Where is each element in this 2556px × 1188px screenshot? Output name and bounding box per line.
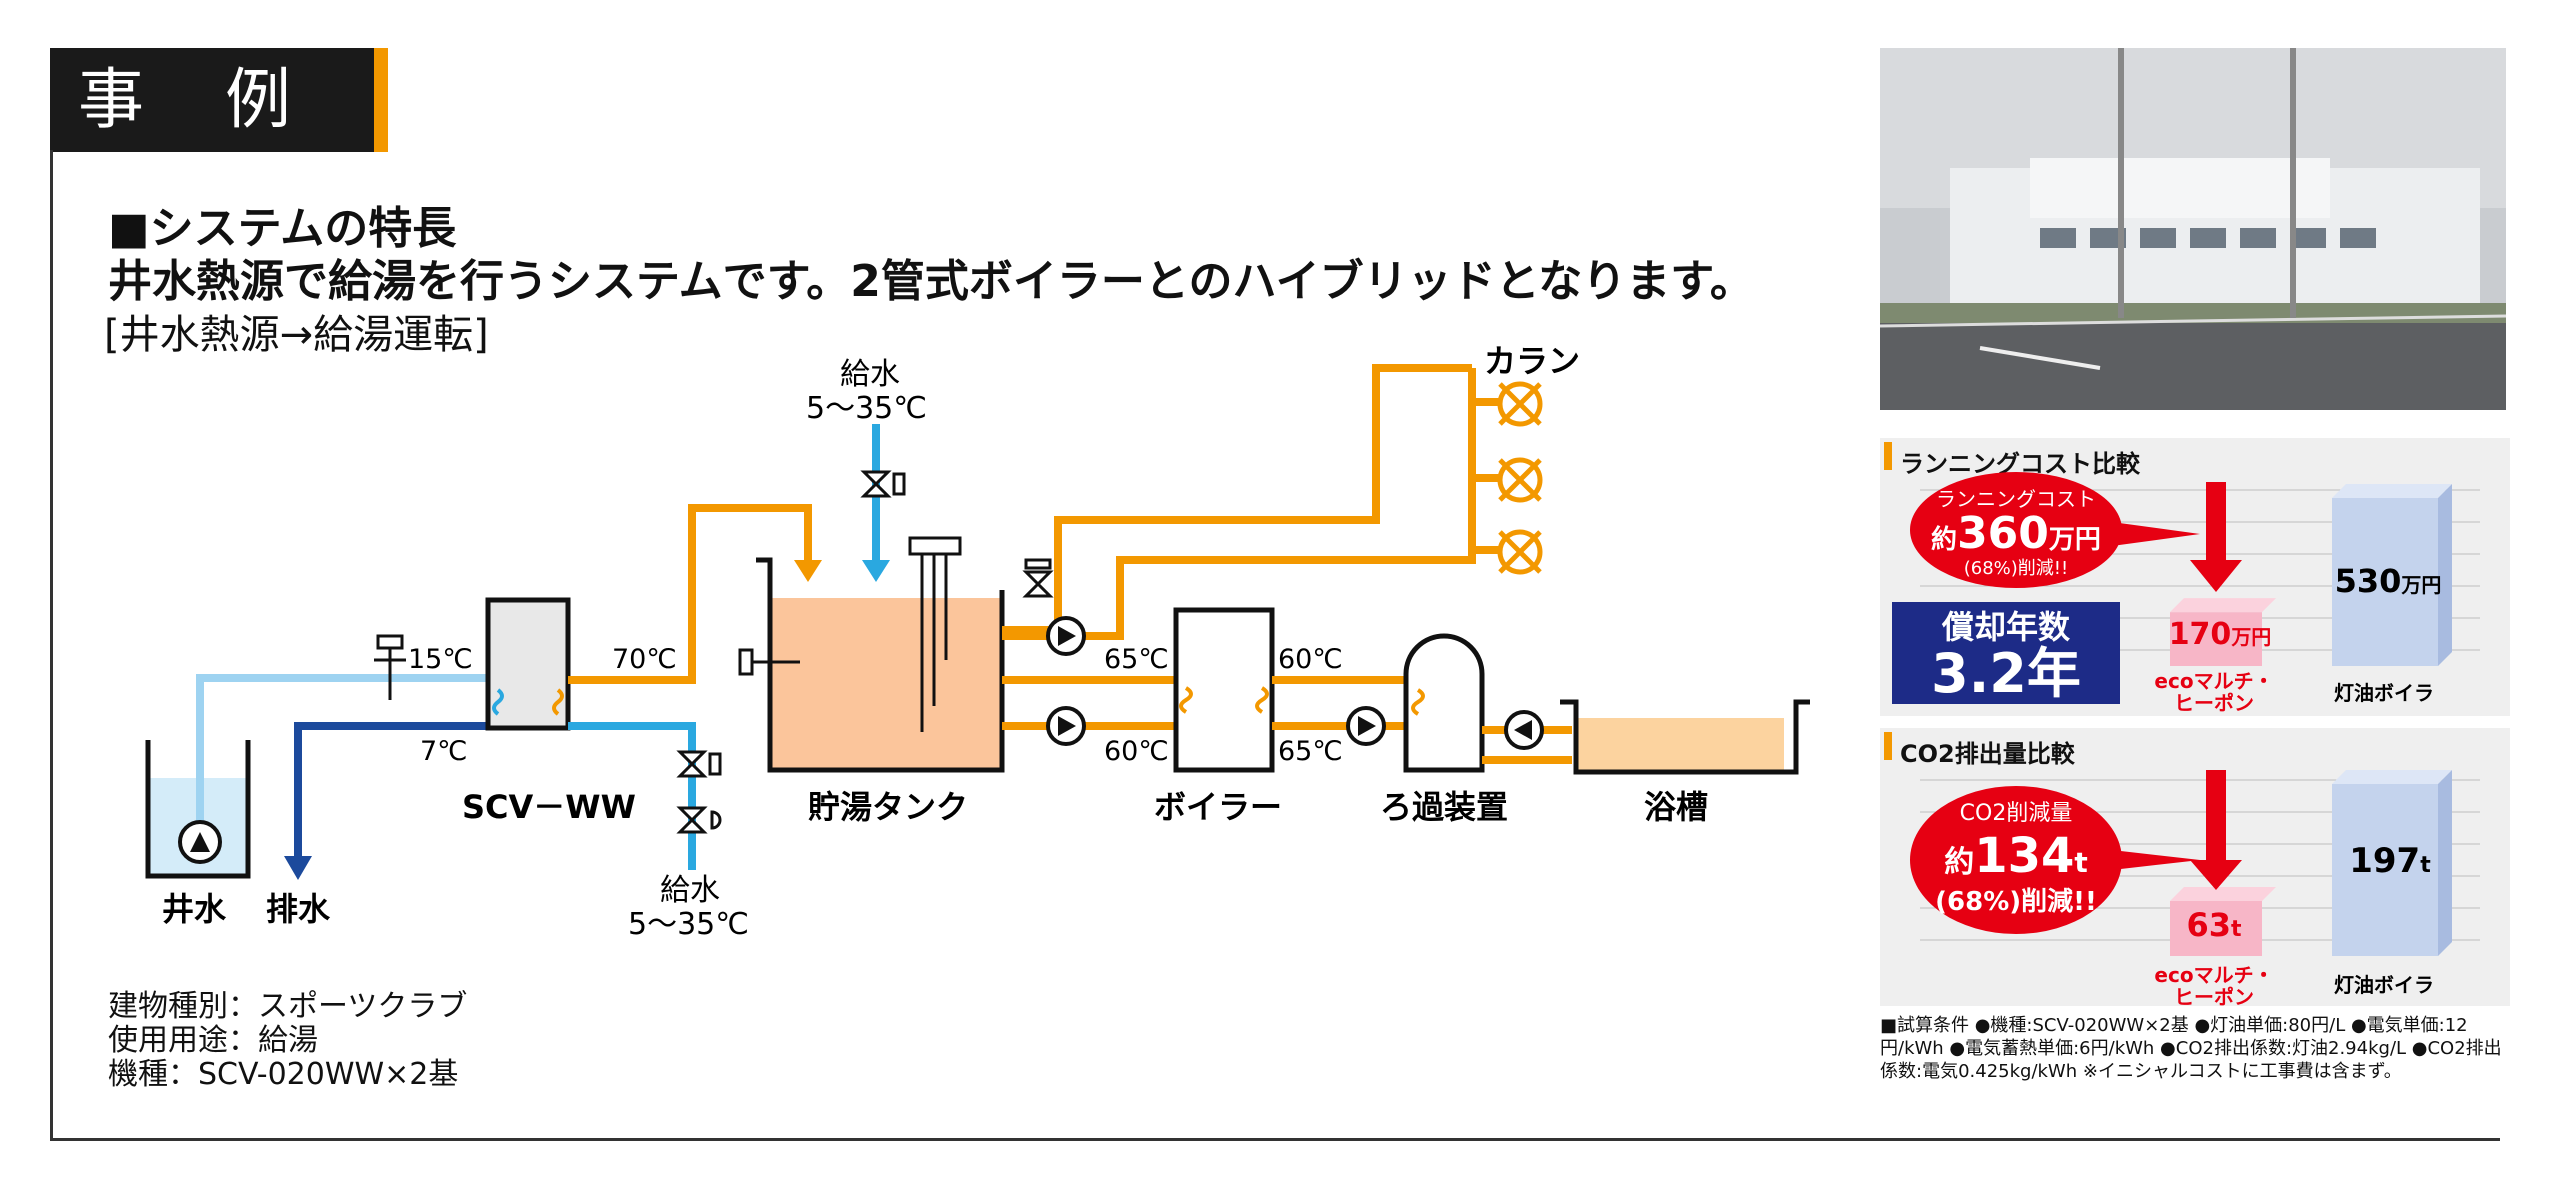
running-cost-chart: ランニングコスト 約360万円 (68%)削減!! 償却年数 3.2年 170万… bbox=[1892, 472, 2480, 715]
temp-label: 60℃ bbox=[1104, 736, 1169, 767]
frame-left bbox=[50, 150, 53, 1140]
heat-pump-unit bbox=[485, 597, 571, 731]
oil-bar bbox=[2332, 498, 2438, 666]
feature-subtitle: [井水熱源→給湯運転] bbox=[104, 312, 489, 358]
storage-tank-water bbox=[770, 598, 1002, 770]
svg-text:CO2削減量: CO2削減量 bbox=[1960, 801, 2073, 826]
frame-bottom bbox=[50, 1138, 2500, 1141]
supply-temp: 5～35℃ bbox=[628, 907, 749, 942]
cold-arrow-icon bbox=[862, 560, 890, 582]
filter-label: ろ過装置 bbox=[1380, 788, 1508, 826]
boiler-unit bbox=[1173, 607, 1275, 773]
co2-chart: CO2削減量 約134t (68%)削減!! 63t 197t ecoマルチ・ … bbox=[1910, 770, 2480, 1009]
supply-temp: 5～35℃ bbox=[806, 391, 927, 426]
heat-pump-label: SCV－WW bbox=[462, 788, 636, 826]
svg-text:530万円: 530万円 bbox=[2335, 562, 2442, 600]
check-valve-icon bbox=[676, 806, 708, 834]
well-pump-arrow bbox=[190, 832, 210, 852]
svg-text:63t: 63t bbox=[2186, 906, 2242, 944]
svg-text:ヒーポン: ヒーポン bbox=[2174, 691, 2254, 715]
heater-icon bbox=[908, 536, 962, 556]
calculation-note: ■試算条件 ●機種:SCV-020WW×2基 ●灯油単価:80円/L ●電気単価… bbox=[1880, 1015, 2502, 1082]
spec-usage: 使用用途：給湯 bbox=[108, 1023, 318, 1058]
svg-text:ecoマルチ・: ecoマルチ・ bbox=[2154, 963, 2273, 987]
supply-label: 給水 bbox=[660, 873, 720, 908]
svg-text:償却年数: 償却年数 bbox=[1941, 608, 2071, 646]
svg-text:3.2年: 3.2年 bbox=[1931, 642, 2081, 705]
faucet-label: カラン bbox=[1484, 342, 1580, 380]
temp-label: 70℃ bbox=[612, 644, 677, 675]
svg-text:灯油ボイラ: 灯油ボイラ bbox=[2334, 681, 2434, 705]
bath-label: 浴槽 bbox=[1644, 788, 1708, 826]
hot-arrow-icon bbox=[794, 560, 822, 582]
supply-label: 給水 bbox=[840, 357, 900, 392]
svg-text:ecoマルチ・: ecoマルチ・ bbox=[2154, 669, 2273, 693]
reduction-bubble bbox=[1910, 786, 2122, 934]
valve-icon bbox=[1022, 570, 1054, 598]
payback-box bbox=[1892, 602, 2120, 704]
sensor-icon bbox=[738, 648, 754, 676]
valve-icon bbox=[676, 750, 708, 778]
temp-label: 65℃ bbox=[1104, 644, 1169, 675]
svg-text:ヒーポン: ヒーポン bbox=[2174, 985, 2254, 1009]
tank-label: 貯湯タンク bbox=[808, 788, 968, 826]
system-diagram: 15℃ 7℃ 70℃ 65℃ 60℃ 60℃ 65℃ 井水 排水 SCV－WW … bbox=[145, 342, 1810, 942]
svg-text:(68%)削減!!: (68%)削減!! bbox=[1935, 887, 2097, 917]
svg-text:約360万円: 約360万円 bbox=[1931, 508, 2101, 559]
drain-label: 排水 bbox=[266, 890, 331, 928]
header-accent bbox=[374, 48, 388, 152]
oil-bar bbox=[2332, 784, 2438, 956]
faucet-return-pipe bbox=[1002, 368, 1476, 640]
page-title: 事 例 bbox=[78, 61, 321, 138]
svg-text:197t: 197t bbox=[2349, 841, 2431, 881]
temp-label: 15℃ bbox=[408, 644, 473, 675]
well-tank bbox=[145, 740, 251, 879]
temp-label: 7℃ bbox=[420, 736, 468, 767]
reduction-bubble bbox=[1910, 472, 2122, 588]
temp-label: 60℃ bbox=[1278, 644, 1343, 675]
well-label: 井水 bbox=[162, 890, 227, 928]
drain-pipe bbox=[294, 722, 512, 860]
svg-text:ランニングコスト: ランニングコスト bbox=[1936, 487, 2096, 511]
hot-water-pipe bbox=[568, 504, 812, 684]
filter-unit bbox=[1403, 633, 1485, 773]
feature-heading: ■システムの特長 bbox=[108, 203, 457, 254]
storage-tank bbox=[756, 557, 1005, 773]
svg-text:(68%)削減!!: (68%)削減!! bbox=[1964, 558, 2068, 579]
spec-building: 建物種別：スポーツクラブ bbox=[108, 989, 468, 1024]
feature-description: 井水熱源で給湯を行うシステムです。2管式ボイラーとのハイブリッドとなります。 bbox=[108, 256, 1754, 307]
down-arrow-icon bbox=[2190, 770, 2242, 890]
faucet-supply-pipe bbox=[1002, 364, 1472, 634]
svg-text:170万円: 170万円 bbox=[2169, 617, 2272, 652]
eco-bar bbox=[2170, 900, 2262, 956]
svg-text:灯油ボイラ: 灯油ボイラ bbox=[2334, 973, 2434, 997]
building-photo bbox=[1880, 48, 2506, 410]
co2-title: CO2排出量比較 bbox=[1900, 740, 2075, 768]
valve-icon bbox=[860, 470, 892, 498]
down-arrow-icon bbox=[2190, 482, 2242, 592]
bath-tub bbox=[1560, 699, 1810, 775]
eco-bar bbox=[2170, 612, 2262, 666]
svg-text:約134t: 約134t bbox=[1944, 828, 2088, 884]
bath-water bbox=[1576, 718, 1784, 770]
drain-arrow-icon bbox=[284, 856, 312, 880]
temp-label: 65℃ bbox=[1278, 736, 1343, 767]
thermometer-icon bbox=[376, 634, 404, 650]
boiler-label: ボイラー bbox=[1154, 788, 1282, 826]
header-bar bbox=[50, 48, 382, 152]
spec-model: 機種：SCV-020WW×2基 bbox=[108, 1057, 459, 1092]
